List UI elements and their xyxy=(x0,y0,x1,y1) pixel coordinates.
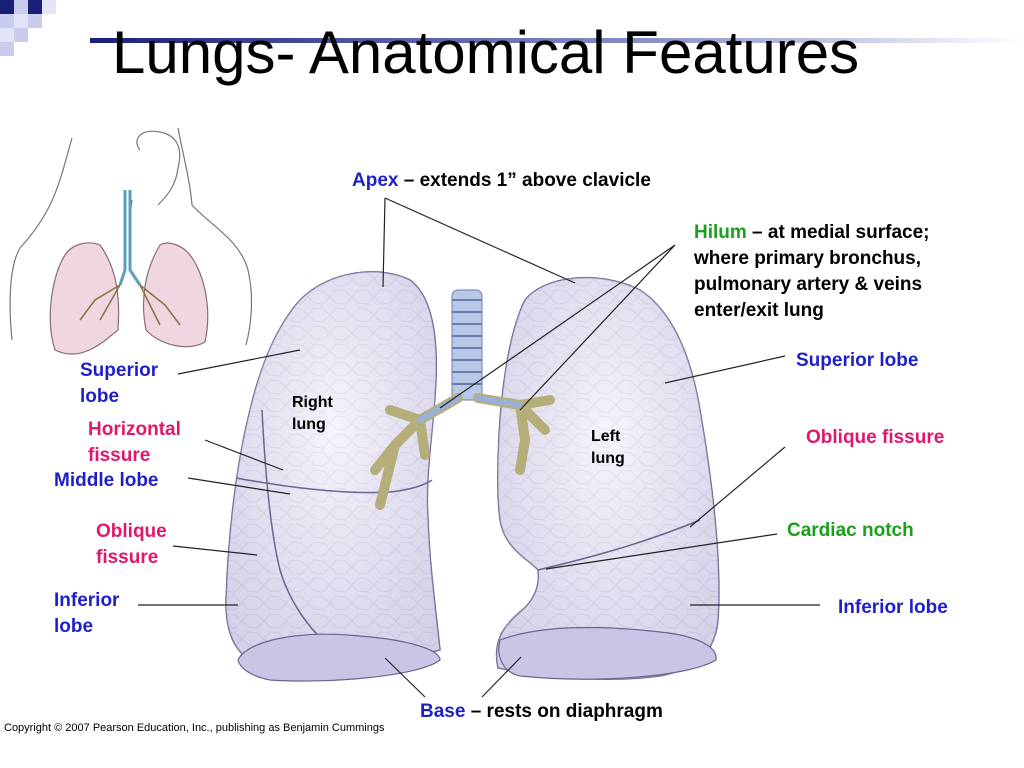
right-lung-line-1: Right xyxy=(292,394,333,411)
inferior-lobe-line-2: lobe xyxy=(54,616,94,637)
inferior-lobe-left-lung-label: Inferior lobe xyxy=(838,597,948,618)
middle-lobe-label: Middle lobe xyxy=(54,470,159,491)
oblique-fissure-line-1: Oblique xyxy=(96,521,167,542)
oblique-fissure-line-2: fissure xyxy=(96,547,159,568)
hilum-description-4: enter/exit lung xyxy=(694,300,824,321)
hilum-description-3: pulmonary artery & veins xyxy=(694,274,923,295)
cardiac-notch-label: Cardiac notch xyxy=(787,520,914,541)
left-lung-line-1: Left xyxy=(591,428,621,445)
horizontal-fissure-label: Horizontal fissure xyxy=(88,417,181,469)
hilum-label: Hilum – at medial surface; where primary… xyxy=(694,220,929,324)
left-lung xyxy=(495,276,720,681)
base-term: Base xyxy=(420,701,466,722)
hilum-description-1: – at medial surface; xyxy=(746,222,930,243)
base-description: – rests on diaphragm xyxy=(465,701,663,722)
right-lung-label: Right lung xyxy=(292,392,333,436)
corner-decoration xyxy=(0,0,90,60)
right-lung-line-2: lung xyxy=(292,416,326,433)
superior-lobe-line-2: lobe xyxy=(80,386,120,407)
inferior-lobe-line-1: Inferior xyxy=(54,590,120,611)
inferior-lobe-right-lung-label: Inferior lobe xyxy=(54,588,119,640)
oblique-fissure-left-lung-label: Oblique fissure xyxy=(806,427,945,448)
hilum-term: Hilum xyxy=(694,222,747,243)
apex-description: – extends 1” above clavicle xyxy=(398,170,651,191)
apex-term: Apex xyxy=(352,170,399,191)
torso-inset xyxy=(9,127,253,355)
oblique-fissure-right-lung-label: Oblique fissure xyxy=(96,519,167,571)
left-lung-line-2: lung xyxy=(591,450,625,467)
title-rule xyxy=(90,38,1024,43)
leader-lines xyxy=(138,197,820,698)
page-title: Lungs- Anatomical Features xyxy=(112,19,860,86)
superior-lobe-left-lung-label: Superior lobe xyxy=(796,350,919,371)
trachea-bronchi xyxy=(370,289,555,510)
left-lung-label: Left lung xyxy=(591,426,625,470)
superior-lobe-line-1: Superior xyxy=(80,360,159,381)
hilum-description-2: where primary bronchus, xyxy=(694,248,922,269)
superior-lobe-right-lung-label: Superior lobe xyxy=(80,358,158,410)
horizontal-fissure-line-1: Horizontal xyxy=(88,419,181,440)
copyright-notice: Copyright © 2007 Pearson Education, Inc.… xyxy=(4,722,385,734)
horizontal-fissure-line-2: fissure xyxy=(88,445,151,466)
right-lung xyxy=(225,271,441,682)
base-label: Base – rests on diaphragm xyxy=(420,699,663,725)
apex-label: Apex – extends 1” above clavicle xyxy=(352,168,651,194)
